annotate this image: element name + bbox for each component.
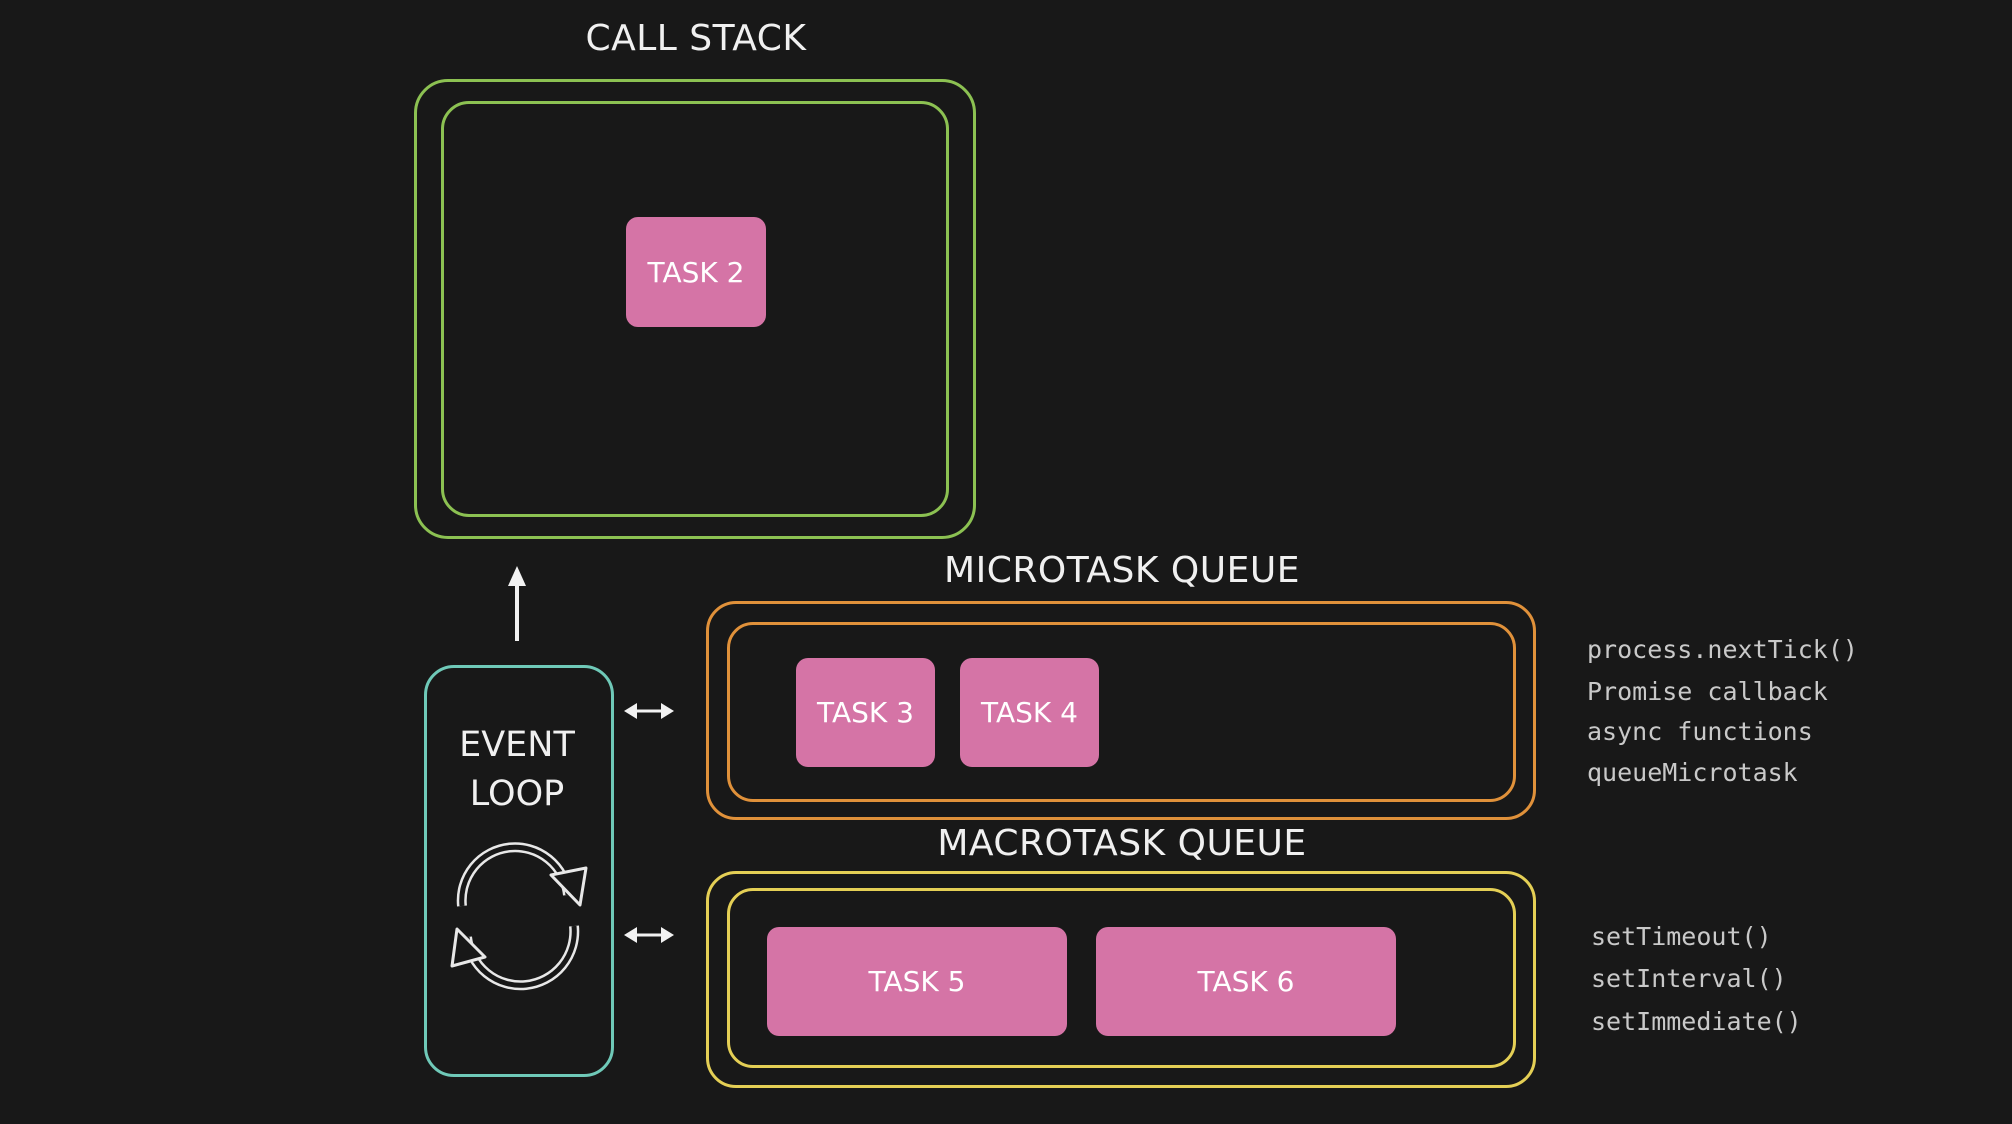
microtask-queue-outer-box [706,601,1536,820]
macrotask-api-item: setTimeout() [1591,922,1772,951]
microtask-api-item: Promise callback [1587,677,1828,706]
event-loop-box [424,665,614,1077]
microtask-api-item: queueMicrotask [1587,758,1798,787]
macrotask-queue-title: MACROTASK QUEUE [937,823,1307,864]
call-stack-task: TASK 2 [626,217,766,327]
microtask-api-item: async functions [1587,717,1813,746]
macrotask-queue-outer-box [706,871,1536,1088]
macrotask-api-item: setInterval() [1591,964,1787,993]
call-stack-inner-box [441,101,949,517]
event-loop-label-line2: LOOP [469,774,565,814]
microtask-api-item: process.nextTick() [1587,635,1858,664]
call-stack-title: CALL STACK [585,18,807,59]
microtask-api-list: process.nextTick() Promise callback asyn… [1587,635,1887,805]
macrotask-queue-inner-box [727,888,1516,1068]
microtask-task-4: TASK 4 [960,658,1099,767]
macrotask-task-6: TASK 6 [1096,927,1396,1036]
macrotask-api-list: setTimeout() setInterval() setImmediate(… [1591,922,1891,1052]
microtask-task-3: TASK 3 [796,658,935,767]
macrotask-task-5: TASK 5 [767,927,1067,1036]
macrotask-api-item: setImmediate() [1591,1007,1802,1036]
microtask-queue-title: MICROTASK QUEUE [944,550,1300,591]
event-loop-label-line1: EVENT [459,725,575,765]
microtask-queue-inner-box [727,622,1516,802]
call-stack-outer-box [414,79,976,539]
